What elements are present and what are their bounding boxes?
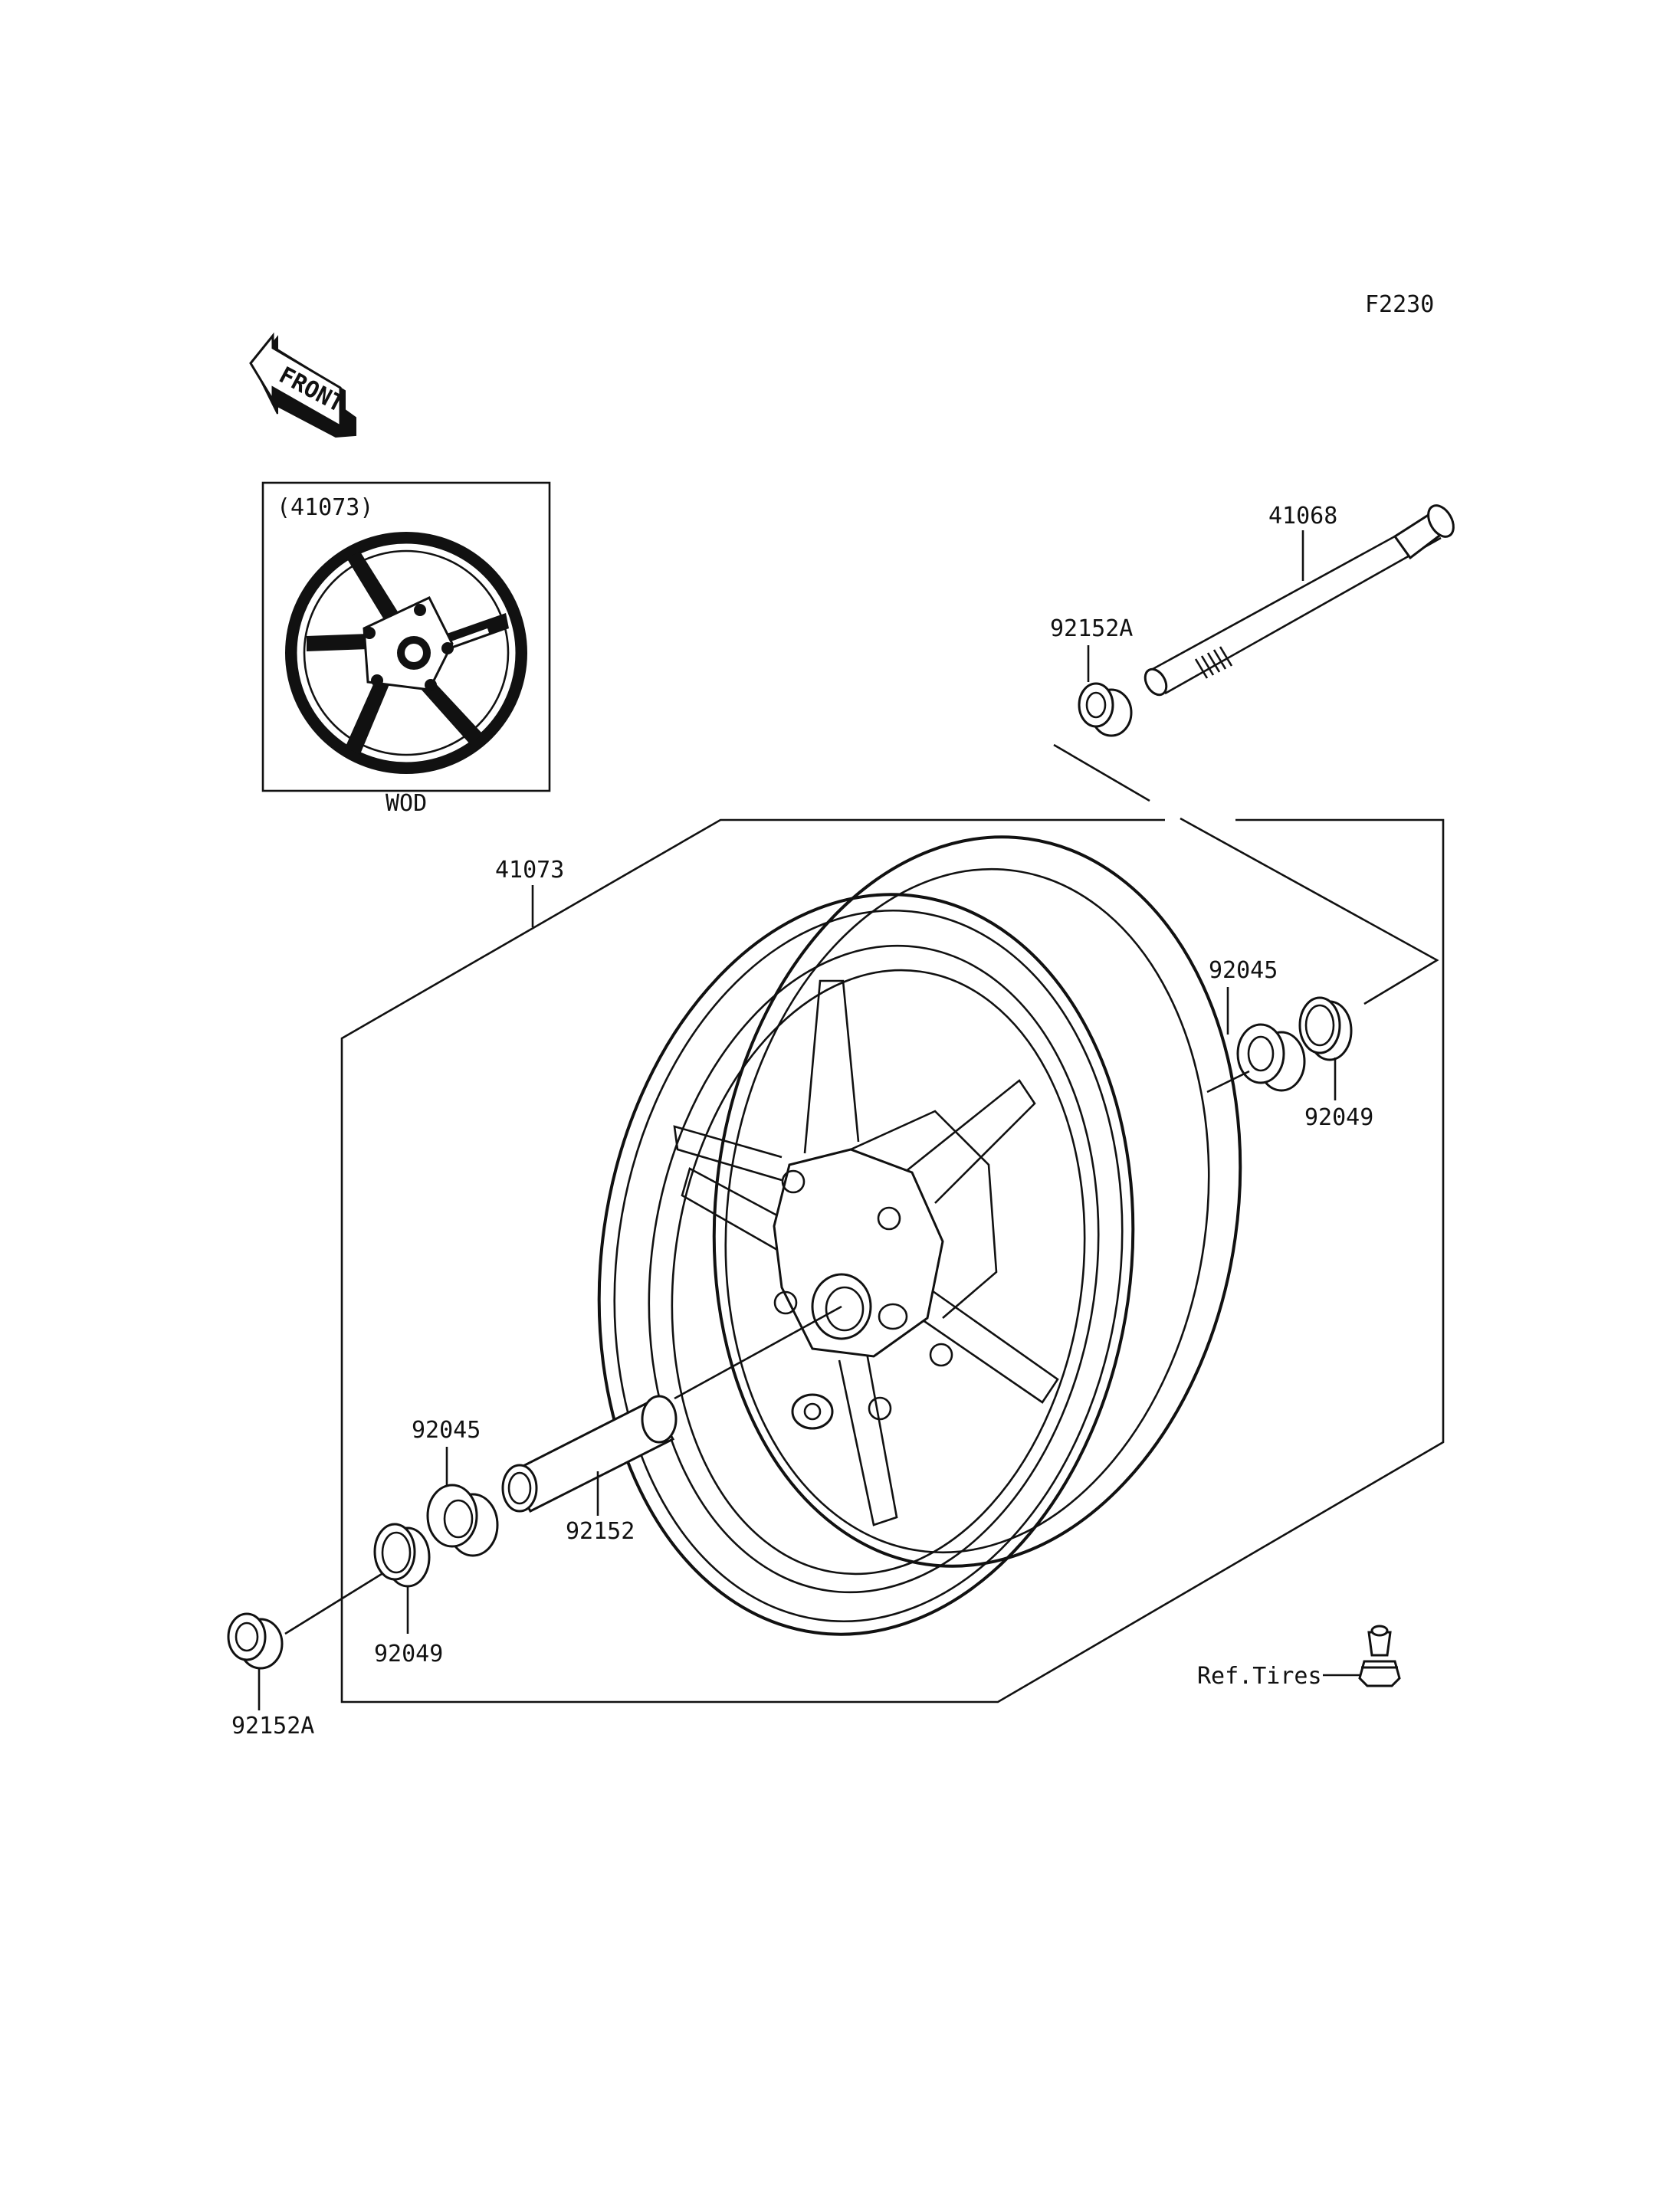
axle-part <box>1144 504 1455 697</box>
callout-axle: 41068 <box>1268 503 1337 530</box>
inset-ref-label: (41073) <box>277 494 373 521</box>
front-arrow-icon: FRONT <box>249 332 356 438</box>
front-wheel <box>597 835 1242 1636</box>
callout-collar-bottom: 92152A <box>231 1713 314 1740</box>
axle-assembly-line <box>1053 743 1439 1005</box>
callout-collar-top: 92152A <box>1050 615 1133 642</box>
bearing-right-part <box>1236 1023 1306 1092</box>
callout-seal-right: 92049 <box>1304 1104 1373 1131</box>
wheel-assembly-bracket <box>340 818 1445 1703</box>
callout-sleeve: 92152 <box>566 1518 635 1545</box>
callout-seal-left: 92049 <box>374 1641 443 1667</box>
bearing-left-part <box>426 1484 499 1557</box>
collar-top-part <box>1078 682 1133 737</box>
callout-valve-ref: Ref.Tires <box>1197 1663 1322 1690</box>
inset-wheel-icon <box>285 532 527 774</box>
sleeve-part <box>501 1395 678 1513</box>
bearing-right-axis <box>1206 1070 1250 1094</box>
collar-bottom-part <box>227 1612 284 1670</box>
inset-variant-label: WOD <box>386 790 427 817</box>
variant-inset: (41073) WOD <box>261 481 551 817</box>
seal-left-part <box>373 1523 431 1588</box>
callout-bearing-left: 92045 <box>412 1417 481 1444</box>
seal-right-part <box>1298 996 1353 1061</box>
callout-bearing-right: 92045 <box>1209 957 1278 984</box>
diagram-code: F2230 <box>1365 291 1434 318</box>
sleeve-axis <box>674 1305 842 1400</box>
seal-left-axis <box>284 1572 382 1635</box>
callout-wheel: 41073 <box>495 857 564 884</box>
air-valve-icon <box>1358 1625 1401 1687</box>
